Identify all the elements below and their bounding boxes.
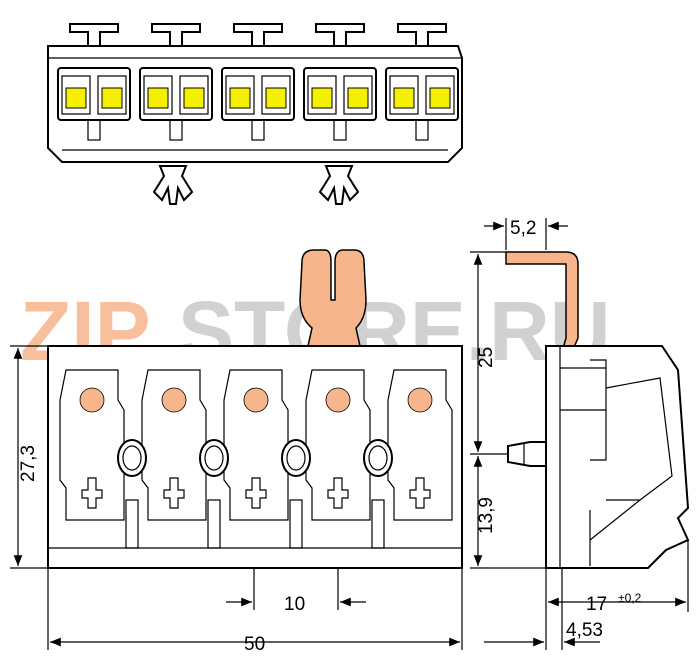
push-button <box>69 23 119 47</box>
mounting-pin-left <box>152 165 194 205</box>
dim-4-53: 4,53 <box>566 620 603 641</box>
push-button <box>315 23 365 47</box>
contact-slot <box>303 67 377 141</box>
front-view <box>47 249 463 569</box>
top-view <box>47 23 463 205</box>
terminal-cell <box>199 369 289 549</box>
terminal-cell <box>117 369 207 549</box>
terminal-cell <box>59 369 125 521</box>
terminal-cell <box>281 369 371 549</box>
dim-5-2: 5,2 <box>510 218 536 239</box>
mounting-pin-right <box>318 165 360 205</box>
dim-50: 50 <box>244 634 265 655</box>
operating-lever <box>299 249 367 347</box>
dim-13-9: 13,9 <box>476 497 497 534</box>
dim-10: 10 <box>284 594 305 615</box>
contact-slot <box>57 67 131 141</box>
contact-slot <box>139 67 213 141</box>
push-button <box>233 23 283 47</box>
dim-27-3: 27,3 <box>18 445 39 482</box>
dim-25: 25 <box>476 347 497 368</box>
push-button <box>151 23 201 47</box>
contact-slot <box>385 67 459 141</box>
dim-17-tolerance: ±0,2 <box>618 591 642 605</box>
side-lever <box>505 251 579 353</box>
push-button <box>397 23 447 47</box>
terminal-cell <box>363 369 453 549</box>
side-view <box>505 251 690 569</box>
dim-17: 17 <box>586 594 607 615</box>
dimension-lines: 5,2 25 13,9 27,3 10 50 17 ±0,2 <box>10 218 689 655</box>
contact-slot <box>221 67 295 141</box>
